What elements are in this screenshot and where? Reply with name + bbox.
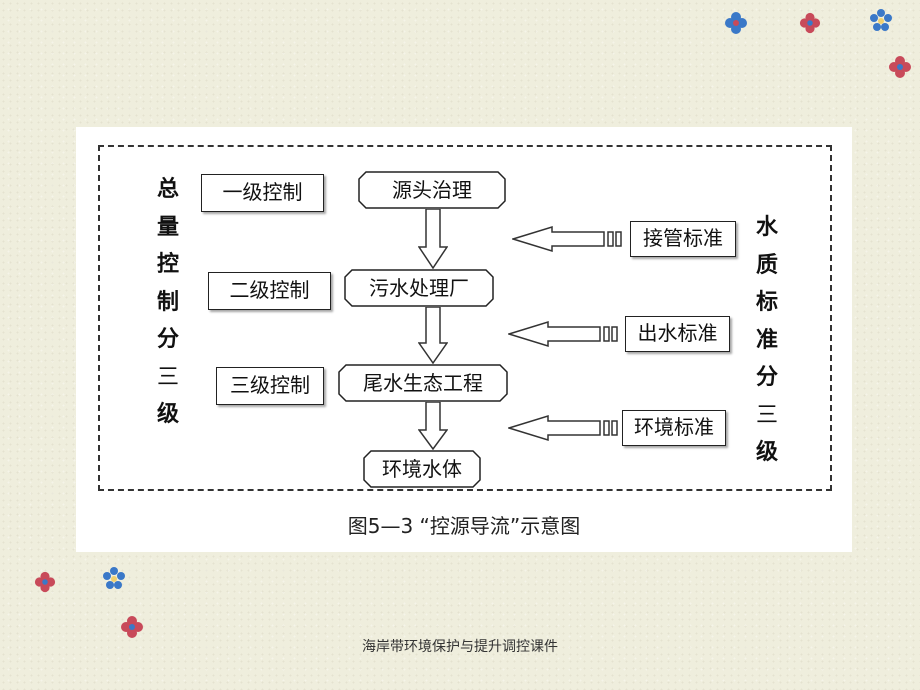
standard-effluent-label: 出水标准 <box>637 321 718 345</box>
left-label-char: 总 <box>156 177 179 202</box>
standard-intake-box: 接管标准 <box>630 221 736 257</box>
down-arrow-icon <box>418 307 448 364</box>
left-label-char: 三 <box>156 364 179 390</box>
process-step-eco-label: 尾水生态工程 <box>363 371 483 395</box>
right-label-char: 级 <box>755 440 778 465</box>
process-step-eco-box: 尾水生态工程 <box>338 364 508 402</box>
control-level-3-label: 三级控制 <box>230 373 310 397</box>
control-level-2-label: 二级控制 <box>229 278 310 302</box>
right-label-char: 分 <box>755 365 778 390</box>
flower-icon <box>799 12 821 34</box>
flower-icon <box>103 567 125 589</box>
process-step-plant-label: 污水处理厂 <box>369 276 469 300</box>
control-level-3-box: 三级控制 <box>216 367 324 405</box>
control-level-1-label: 一级控制 <box>222 180 303 204</box>
right-label-char: 标 <box>755 290 778 315</box>
left-arrow-icon <box>508 320 618 348</box>
control-level-1-box: 一级控制 <box>201 174 324 212</box>
flower-icon <box>725 12 747 34</box>
standard-environment-box: 环境标准 <box>622 410 726 446</box>
left-label-char: 量 <box>156 214 179 240</box>
process-step-plant-box: 污水处理厂 <box>344 269 494 307</box>
flower-icon <box>34 571 56 593</box>
left-label-char: 制 <box>156 289 179 315</box>
slide-footer: 海岸带环境保护与提升调控课件 <box>362 639 558 655</box>
octagon-shape <box>338 364 508 402</box>
octagon-shape <box>358 171 506 209</box>
flower-icon <box>889 56 911 78</box>
left-arrow-icon <box>512 225 622 253</box>
flower-icon <box>121 616 143 638</box>
left-arrow-icon <box>508 414 618 442</box>
right-vertical-label: 水 质 标 准 分 三 级 <box>752 209 782 472</box>
control-level-2-box: 二级控制 <box>208 272 331 310</box>
flower-icon <box>870 9 892 31</box>
diagram-caption: 图5—3 “控源导流”示意图 <box>347 514 581 538</box>
right-label-char: 三 <box>755 402 778 428</box>
octagon-shape <box>344 269 494 307</box>
down-arrow-icon <box>418 402 448 450</box>
right-label-char: 水 <box>755 215 778 240</box>
process-step-source-box: 源头治理 <box>358 171 506 209</box>
standard-environment-label: 环境标准 <box>634 415 714 439</box>
dashed-frame <box>98 145 832 491</box>
diagram-panel: 总 量 控 制 分 三 级 水 质 标 准 分 三 级 一级控制 二级控制 三级… <box>76 127 852 552</box>
standard-intake-label: 接管标准 <box>643 226 723 250</box>
process-step-water-label: 环境水体 <box>382 457 462 481</box>
process-step-source-label: 源头治理 <box>392 178 472 202</box>
right-label-char: 准 <box>755 327 778 353</box>
left-label-char: 级 <box>156 402 179 427</box>
process-step-water-box: 环境水体 <box>363 450 481 488</box>
left-label-char: 分 <box>156 327 179 352</box>
standard-effluent-box: 出水标准 <box>625 316 730 352</box>
octagon-shape <box>363 450 481 488</box>
left-label-char: 控 <box>156 252 179 277</box>
right-label-char: 质 <box>755 252 778 278</box>
left-vertical-label: 总 量 控 制 分 三 级 <box>153 171 183 434</box>
down-arrow-icon <box>418 209 448 269</box>
